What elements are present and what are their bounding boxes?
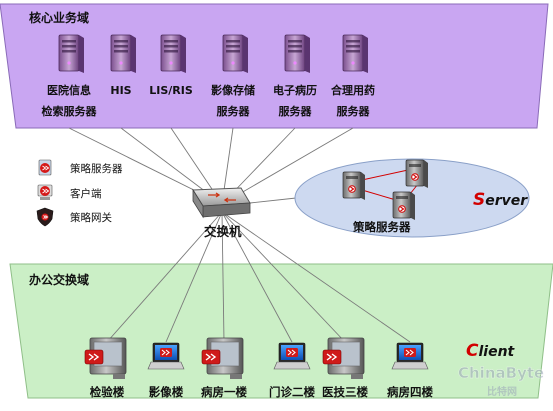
core-server-label: 合理用药 xyxy=(331,83,375,97)
server-tower-icon xyxy=(222,34,248,73)
client-label: 门诊二楼 xyxy=(269,385,315,399)
link-client-2 xyxy=(221,211,225,343)
client-row: 检验楼 影像楼 病房一楼 门诊二楼医技三楼 病房四楼 xyxy=(84,337,433,399)
client-label: 病房一楼 xyxy=(201,385,247,399)
client-2: 病房一楼 xyxy=(201,337,247,399)
policy-gateway-icon xyxy=(36,207,54,227)
watermark-brand: ChinaByte xyxy=(458,364,544,382)
link-client-5 xyxy=(221,211,411,343)
chinabyte-watermark: ChinaByte 比特网 xyxy=(458,364,545,398)
switch: 交换机 xyxy=(192,187,251,239)
client-label: 病房四楼 xyxy=(387,385,433,399)
core-business-zone xyxy=(0,3,549,129)
link-core-5 xyxy=(221,127,354,205)
core-server-label: 医院信息 xyxy=(47,83,91,97)
laptop-client-icon xyxy=(273,342,311,370)
client-4: 医技三楼 xyxy=(322,337,368,399)
legend-label: 策略网关 xyxy=(70,211,112,224)
policy-server-cluster xyxy=(342,159,428,220)
core-server-label: 电子病历 xyxy=(273,83,317,97)
link-server-group xyxy=(249,197,297,204)
link-client-3 xyxy=(221,211,293,343)
client-1: 影像楼 xyxy=(147,342,185,399)
core-server-label: 影像存储 xyxy=(211,83,255,97)
policy-server-group-label: 策略服务器 xyxy=(352,220,411,234)
switch-label: 交换机 xyxy=(204,224,242,239)
core-server-label-line2: 检索服务器 xyxy=(42,104,98,118)
client-label: 影像楼 xyxy=(149,385,184,399)
desktop-client-icon xyxy=(201,337,244,379)
link-client-4 xyxy=(221,211,346,343)
server-tower-icon xyxy=(110,34,136,73)
policy-server-icon xyxy=(392,191,415,220)
watermark-sub: 比特网 xyxy=(487,385,517,398)
office-zone-title: 办公交换域 xyxy=(29,272,89,287)
cluster-link xyxy=(361,189,397,201)
client-side-label: Client xyxy=(466,341,516,361)
core-server-label-line2: 服务器 xyxy=(217,104,251,118)
server-tower-icon xyxy=(58,34,84,73)
desktop-client-icon xyxy=(84,337,127,379)
server-tower-icon xyxy=(284,34,310,73)
desktop-client-icon xyxy=(322,337,365,379)
laptop-client-icon xyxy=(147,342,185,370)
client-5: 病房四楼 xyxy=(387,342,433,399)
laptop-client-icon xyxy=(391,342,429,370)
link-client-0 xyxy=(106,211,223,343)
core-zone-title: 核心业务域 xyxy=(29,10,89,25)
policy-server-icon xyxy=(342,171,365,200)
legend-item-2: 策略网关 xyxy=(36,207,112,227)
legend-label: 客户端 xyxy=(70,187,102,200)
policy-server-icon xyxy=(405,159,428,188)
client-0: 检验楼 xyxy=(84,337,127,399)
client-3: 门诊二楼 xyxy=(269,342,315,399)
core-server-label: HIS xyxy=(110,84,131,97)
core-server-label-line2: 服务器 xyxy=(279,104,313,118)
legend-item-1: 客户端 xyxy=(37,184,102,200)
client-label: 检验楼 xyxy=(90,385,125,399)
core-server-1: HIS xyxy=(110,34,136,97)
cluster-link xyxy=(361,169,409,181)
core-server-label-line2: 服务器 xyxy=(337,104,371,118)
server-tower-icon xyxy=(160,34,186,73)
server-side-label: Server xyxy=(473,190,528,210)
legend-label: 策略服务器 xyxy=(70,162,123,175)
link-client-1 xyxy=(165,211,223,343)
core-server-2: LIS/RIS xyxy=(149,34,193,97)
server-tower-icon xyxy=(342,34,368,73)
core-server-label: LIS/RIS xyxy=(149,84,193,97)
legend-item-0: 策略服务器 xyxy=(38,159,123,176)
client-label: 医技三楼 xyxy=(322,385,368,399)
policy-server-icon xyxy=(38,159,52,176)
client-icon xyxy=(37,184,53,200)
